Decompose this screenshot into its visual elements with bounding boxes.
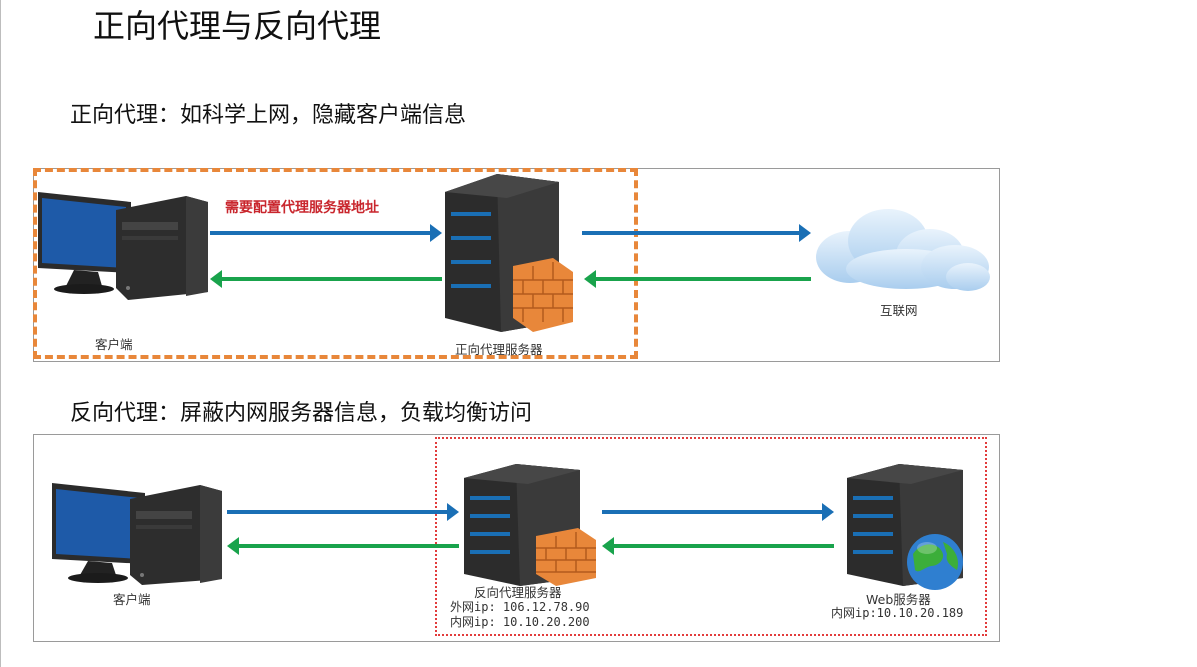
reverse-proxy-internal-boundary xyxy=(435,437,987,636)
client-computer-icon xyxy=(38,192,208,300)
forward-client-label: 客户端 xyxy=(95,337,133,352)
reverse-proxy-external-ip: 外网ip: 106.12.78.90 xyxy=(450,600,590,614)
forward-client-proxy-arrows xyxy=(210,224,442,288)
web-server-icon xyxy=(847,464,963,590)
reverse-client-proxy-arrows xyxy=(227,503,459,555)
web-server-internal-ip: 内网ip:10.10.20.189 xyxy=(831,606,964,620)
web-server-label: Web服务器 xyxy=(866,592,931,607)
client-computer-icon xyxy=(52,483,222,585)
internet-cloud-icon xyxy=(816,209,990,291)
forward-proxy-heading: 正向代理：如科学上网，隐藏客户端信息 xyxy=(70,103,467,128)
forward-proxy-internet-arrows xyxy=(582,224,811,288)
forward-proxy-server-icon xyxy=(445,174,573,332)
left-border xyxy=(0,0,1,667)
forward-config-note: 需要配置代理服务器地址 xyxy=(225,200,379,216)
reverse-proxy-server-icon xyxy=(464,464,596,586)
forward-proxy-server-label: 正向代理服务器 xyxy=(455,342,543,357)
page-title: 正向代理与反向代理 xyxy=(93,7,382,45)
forward-proxy-client-side-boundary xyxy=(33,168,638,359)
reverse-proxy-web-arrows xyxy=(602,503,834,555)
reverse-client-label: 客户端 xyxy=(113,592,151,607)
reverse-proxy-heading: 反向代理：屏蔽内网服务器信息，负载均衡访问 xyxy=(70,401,533,426)
internet-label: 互联网 xyxy=(880,303,918,318)
reverse-proxy-internal-ip: 内网ip: 10.10.20.200 xyxy=(450,615,590,629)
reverse-proxy-server-label: 反向代理服务器 xyxy=(474,585,562,600)
